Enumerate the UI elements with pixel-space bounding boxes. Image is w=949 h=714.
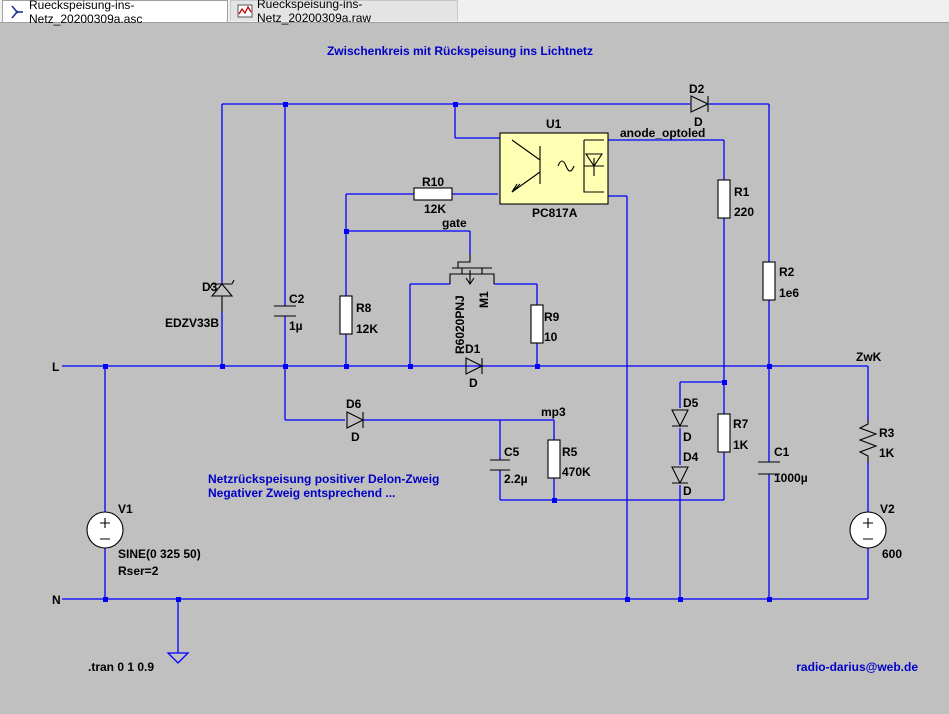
c5-value: 2.2µ xyxy=(504,472,528,486)
c1-name: C1 xyxy=(774,445,790,459)
r3-value: 1K xyxy=(879,446,895,460)
capacitor-c1[interactable] xyxy=(758,461,780,475)
d1-name: D1 xyxy=(465,342,481,356)
net-label-l: L xyxy=(52,360,59,374)
capacitor-c5[interactable] xyxy=(490,459,510,471)
r3-name: R3 xyxy=(879,426,895,440)
v1-value: SINE(0 325 50) xyxy=(118,547,201,561)
c5-name: C5 xyxy=(504,445,520,459)
r2-value: 1e6 xyxy=(779,286,799,300)
r1-value: 220 xyxy=(734,205,754,219)
voltage-source-v1[interactable] xyxy=(86,511,124,549)
r10-value: 12K xyxy=(424,202,446,216)
c1-value: 1000µ xyxy=(774,471,808,485)
mosfet-m1[interactable] xyxy=(449,254,495,285)
d5-value: D xyxy=(683,430,692,444)
resistor-r3[interactable] xyxy=(858,420,878,462)
r5-name: R5 xyxy=(562,445,578,459)
author-email: radio-darius@web.de xyxy=(796,660,918,674)
d4-value: D xyxy=(683,484,692,498)
resistor-r8[interactable] xyxy=(339,295,353,335)
schematic-icon xyxy=(9,4,25,20)
d1-value: D xyxy=(469,376,478,390)
resistor-r2[interactable] xyxy=(762,261,776,301)
diode-d6[interactable] xyxy=(346,411,365,429)
r9-value: 10 xyxy=(544,330,558,344)
m1-value: R6020PNJ xyxy=(453,295,467,354)
m1-name: M1 xyxy=(477,291,491,308)
v2-value: 600 xyxy=(882,547,902,561)
waveform-icon xyxy=(237,3,253,19)
c2-value: 1µ xyxy=(289,319,303,333)
resistor-r1[interactable] xyxy=(717,179,731,219)
voltage-source-v2[interactable] xyxy=(849,511,887,549)
document-tab-bar: Rueckspeisung-ins-Netz_20200309a.asc Rue… xyxy=(0,0,949,26)
net-label-zwk: ZwK xyxy=(856,350,882,364)
net-label-mp3: mp3 xyxy=(541,405,566,419)
optocoupler-u1[interactable] xyxy=(499,132,609,205)
r1-name: R1 xyxy=(734,185,750,199)
r7-name: R7 xyxy=(733,417,749,431)
v2-name: V2 xyxy=(880,502,895,516)
schematic-title: Zwischenkreis mit Rückspeisung ins Licht… xyxy=(327,44,593,58)
resistor-r7[interactable] xyxy=(717,413,731,453)
r8-name: R8 xyxy=(356,301,372,315)
capacitor-c2[interactable] xyxy=(274,305,296,317)
c2-name: C2 xyxy=(289,292,305,306)
d3-name: D3 xyxy=(202,280,218,294)
net-label-n: N xyxy=(52,593,61,607)
r5-value: 470K xyxy=(562,465,591,479)
zener-diode-d3[interactable] xyxy=(209,279,235,312)
r7-value: 1K xyxy=(733,438,749,452)
v1-rser: Rser=2 xyxy=(118,564,159,578)
u1-value: PC817A xyxy=(532,206,578,220)
d2-value: D xyxy=(694,115,703,129)
comment-line-2: Negativer Zweig entsprechend ... xyxy=(208,486,395,500)
diode-d2[interactable] xyxy=(690,95,710,113)
tab-schematic[interactable]: Rueckspeisung-ins-Netz_20200309a.asc xyxy=(2,0,228,26)
diode-d1[interactable] xyxy=(465,357,484,375)
diode-d4[interactable] xyxy=(671,466,689,485)
d6-name: D6 xyxy=(346,397,362,411)
junction-dots xyxy=(103,102,772,602)
d5-name: D5 xyxy=(683,396,699,410)
resistor-r5[interactable] xyxy=(547,439,561,479)
d3-value: EDZV33B xyxy=(165,316,219,330)
net-label-gate: gate xyxy=(442,216,467,230)
r10-name: R10 xyxy=(422,175,444,189)
sim-command[interactable]: .tran 0 1 0.9 xyxy=(88,660,154,674)
net-label-anode-optoled: anode_optoled xyxy=(620,126,705,140)
comment-line-1: Netzrückspeisung positiver Delon-Zweig xyxy=(208,472,439,486)
tab-schematic-label: Rueckspeisung-ins-Netz_20200309a.asc xyxy=(29,0,143,26)
r8-value: 12K xyxy=(356,322,378,336)
wires xyxy=(62,103,869,653)
ground-symbol[interactable] xyxy=(166,652,190,664)
d6-value: D xyxy=(351,430,360,444)
r9-name: R9 xyxy=(544,310,560,324)
schematic-canvas[interactable]: Zwischenkreis mit Rückspeisung ins Licht… xyxy=(0,22,949,714)
v1-name: V1 xyxy=(118,502,133,516)
tab-waveform[interactable]: Rueckspeisung-ins-Netz_20200309a.raw xyxy=(230,0,458,25)
d4-name: D4 xyxy=(683,450,699,464)
d2-name: D2 xyxy=(689,82,705,96)
resistor-r10[interactable] xyxy=(413,187,453,201)
diode-d5[interactable] xyxy=(671,409,689,428)
r2-name: R2 xyxy=(779,265,795,279)
resistor-r9[interactable] xyxy=(530,304,544,344)
u1-name: U1 xyxy=(546,117,562,131)
tab-waveform-label: Rueckspeisung-ins-Netz_20200309a.raw xyxy=(257,0,372,25)
